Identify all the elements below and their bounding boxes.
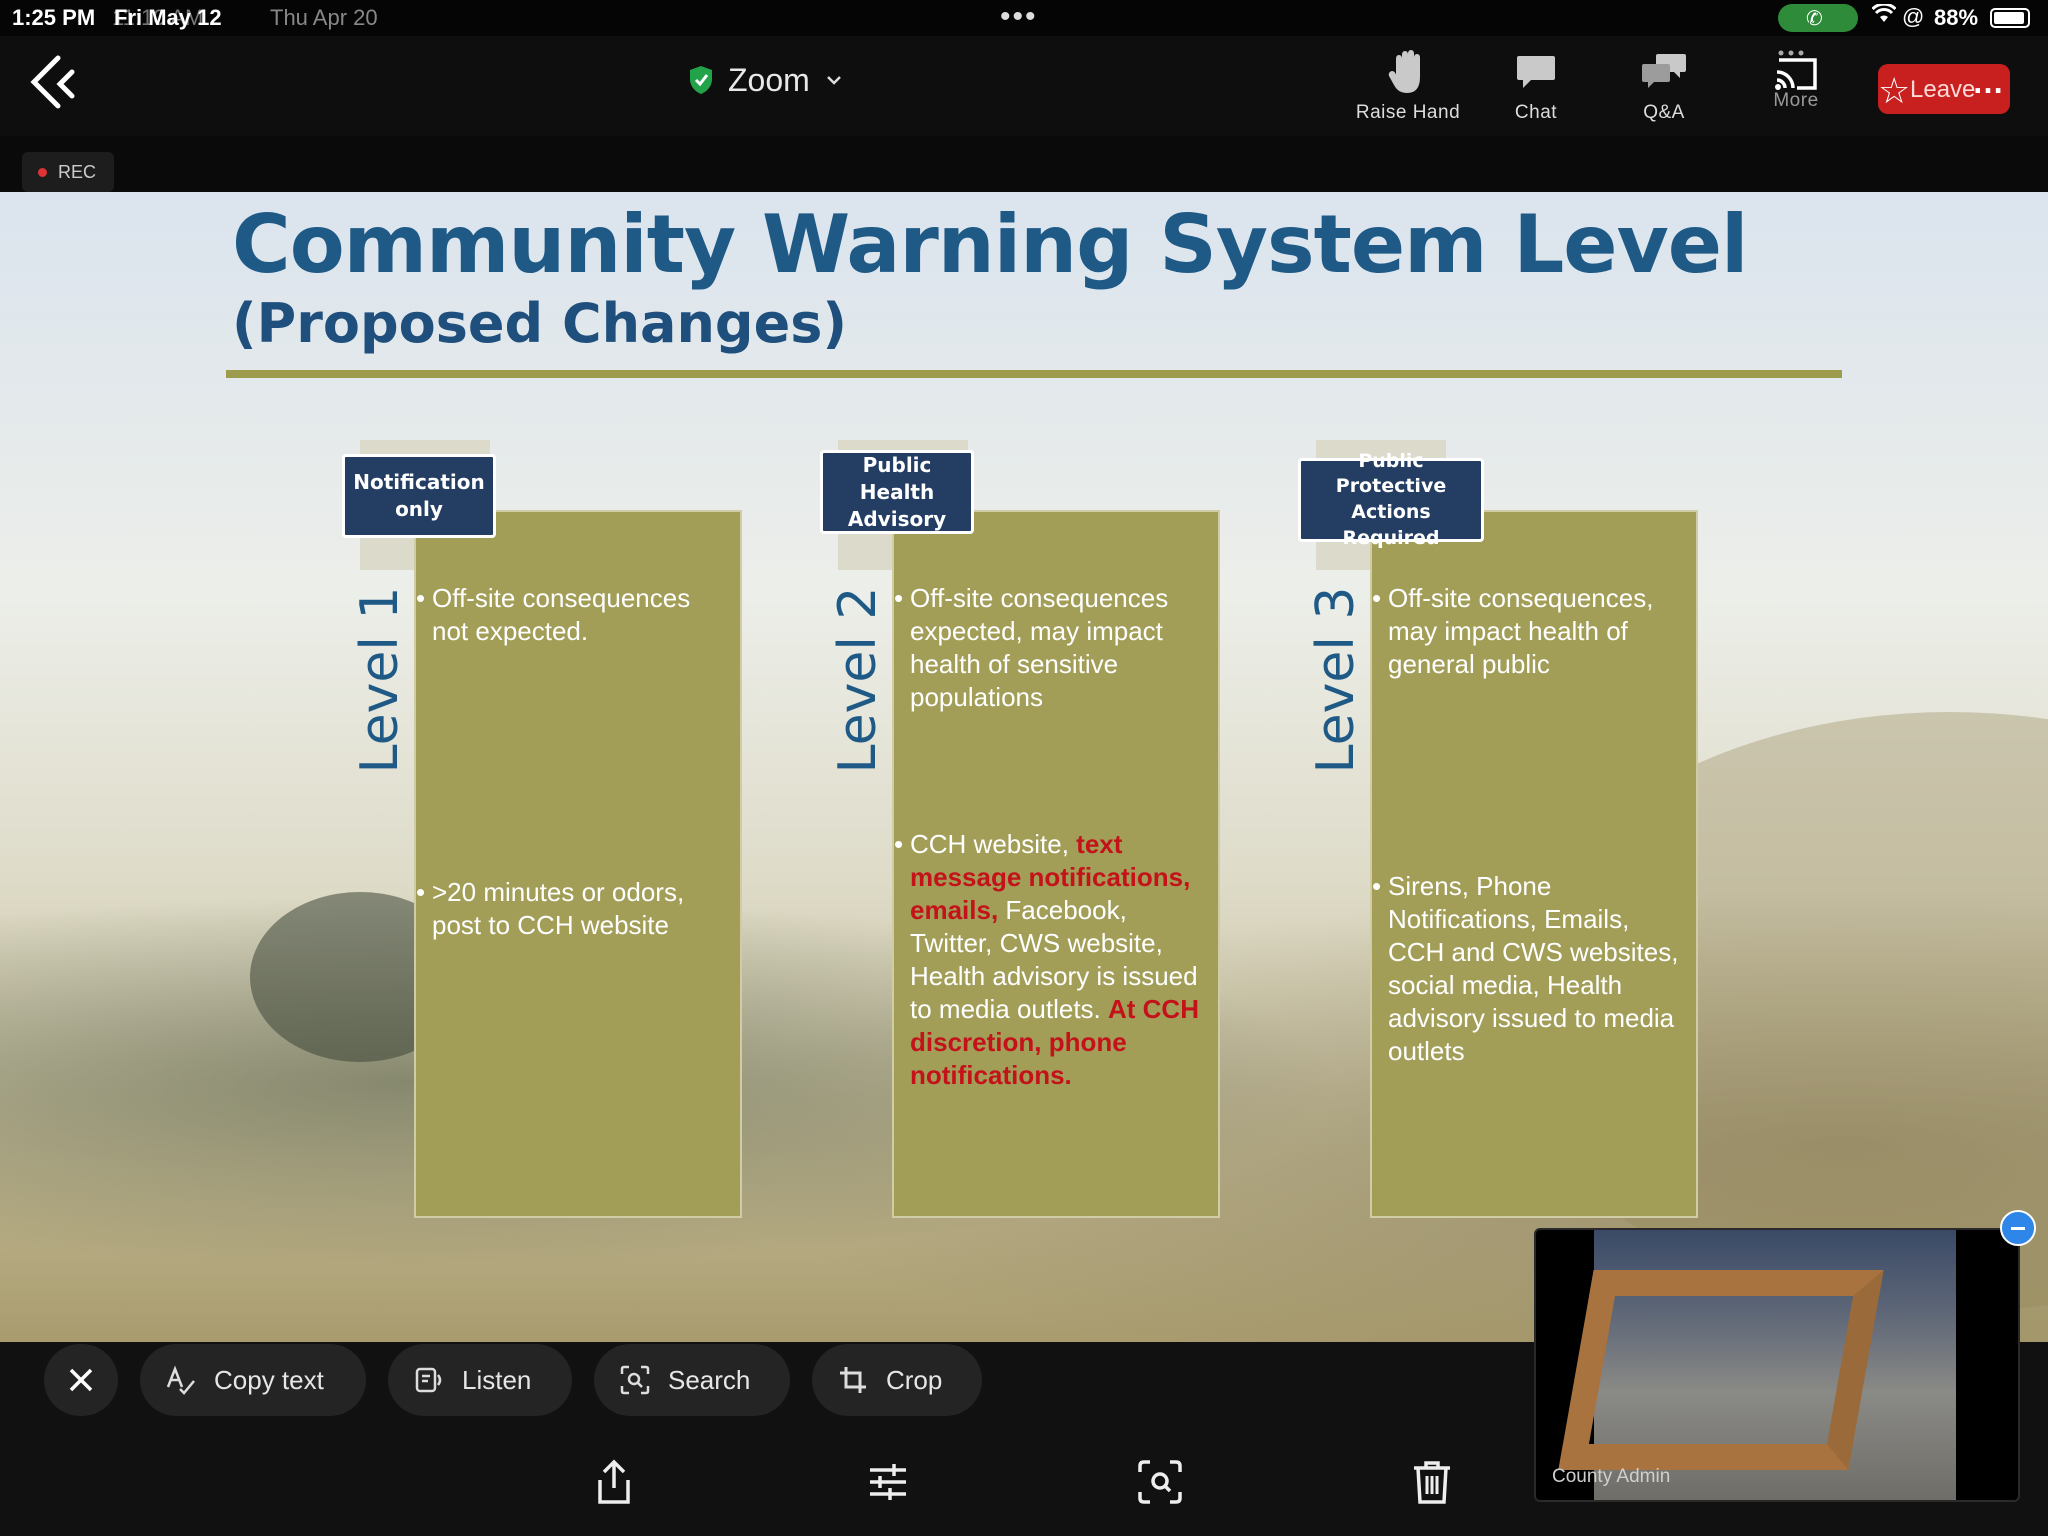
listen-label: Listen [462,1364,532,1395]
crop-button[interactable]: Crop [812,1344,982,1416]
listen-button[interactable]: Listen [388,1344,572,1416]
meeting-title: Zoom [728,61,810,98]
crop-icon [840,1367,866,1393]
ghost-time: 11:10 AM [112,5,204,30]
chat-button[interactable]: Chat [1476,48,1596,124]
title-divider [226,370,1842,378]
back-arrow-icon [30,55,75,109]
leave-button[interactable]: Leave ☆ … [1878,64,2010,114]
date: Fri May 12 [114,5,222,30]
close-icon [69,1368,93,1392]
multitasking-dots-icon[interactable]: ••• [1000,0,1038,33]
qa-icon [1642,54,1686,88]
adjust-icon[interactable] [864,1458,912,1506]
bullet-item: •Off-site consequences not expected. [416,583,691,646]
live-text-icon[interactable] [1136,1458,1184,1506]
listen-icon [415,1367,442,1393]
minimize-video-button[interactable] [2000,1210,2036,1246]
level-label: Level 2 [828,586,888,774]
raise-hand-label: Raise Hand [1355,102,1461,123]
slide-subtitle: (Proposed Changes) [232,292,848,355]
record-dot-icon [38,168,47,177]
orientation-lock-icon: @ [1902,4,1925,29]
copy-text-label: Copy text [214,1364,324,1395]
battery-icon [1990,8,2030,28]
recording-bar: REC [0,136,2048,192]
level-label: Level 3 [1306,586,1366,774]
bullet-item: •>20 minutes or odors, post to CCH websi… [416,877,685,940]
chevron-down-icon [826,76,841,85]
active-call-indicator[interactable]: ✆ [1778,4,1858,32]
level-3-column: Public Protective Actions Required Level… [1298,440,1848,1230]
close-button[interactable] [44,1344,118,1416]
level-2-column: Public Health Advisory Level 2 •Off-site… [820,440,1370,1230]
level-box [892,510,1220,1218]
status-bar: 11:10 AM 1:25 PM Fri May 12 Thu Apr 20 •… [0,0,2048,36]
leave-label: Leave [1910,76,1976,103]
minus-icon [2011,1227,2025,1230]
chat-icon [1517,56,1555,88]
copy-text-button[interactable]: Copy text [140,1344,366,1416]
level-tab: Public Health Advisory [820,450,974,534]
video-feed [1594,1230,1956,1500]
slide-title: Community Warning System Level [232,198,1748,291]
emphasis-text: text message notifications, emails, [910,829,1191,925]
level-tab: Public Protective Actions Required [1298,450,1484,549]
shared-slide: Community Warning System Level (Proposed… [0,192,2048,1342]
more-button[interactable]: More [1736,48,1856,112]
star-icon[interactable]: ☆ [1878,70,1911,111]
bullet-item: •Sirens, Phone Notifications, Emails, CC… [1372,871,1679,1066]
participant-video-tile[interactable]: County Admin [1534,1228,2020,1502]
trash-icon[interactable] [1408,1458,1456,1506]
raise-hand-button[interactable]: Raise Hand [1348,48,1468,124]
level-1-column: Notification only Level 1 •Off-site cons… [342,440,892,1230]
crop-label: Crop [886,1364,943,1395]
ghost-date: Thu Apr 20 [270,5,378,30]
participant-name: County Admin [1552,1466,1671,1487]
level-box [414,510,742,1218]
ellipsis-icon[interactable]: … [1972,64,2004,100]
meeting-title-dropdown[interactable]: Zoom [688,60,844,100]
wifi-icon [1871,2,1897,30]
recording-badge: REC [22,152,114,192]
level-label: Level 1 [350,586,410,774]
phone-icon: ✆ [1806,8,1823,30]
level-tab: Notification only [342,454,496,538]
battery-percent: 88% [1934,5,1979,30]
bullet-item: •Off-site consequences expected, may imp… [894,583,1169,712]
qa-button[interactable]: Q&A [1604,48,1724,124]
bullet-item: •Off-site consequences, may impact healt… [1372,583,1654,679]
cast-screen-icon [1775,50,1817,90]
search-label: Search [668,1364,751,1395]
shield-check-icon [690,66,712,94]
bullet-item: •CCH website, text message notifications… [894,829,1199,1090]
more-label: More [1773,90,1819,111]
zoom-toolbar: Zoom Raise Hand Chat Q&A More [0,36,2048,136]
recording-label: REC [58,162,97,182]
chat-label: Chat [1514,102,1558,123]
visual-search-icon [620,1365,650,1395]
emphasis-text: At CCH discretion, phone notifications. [910,994,1199,1090]
share-icon[interactable] [590,1458,638,1506]
copy-text-icon [166,1365,195,1395]
conference-table-image [1558,1270,1884,1470]
qa-label: Q&A [1643,102,1685,123]
level-box [1370,510,1698,1218]
clock: 1:25 PM [12,5,96,30]
search-button[interactable]: Search [594,1344,790,1416]
back-button[interactable] [24,52,88,116]
hand-icon [1388,50,1420,93]
